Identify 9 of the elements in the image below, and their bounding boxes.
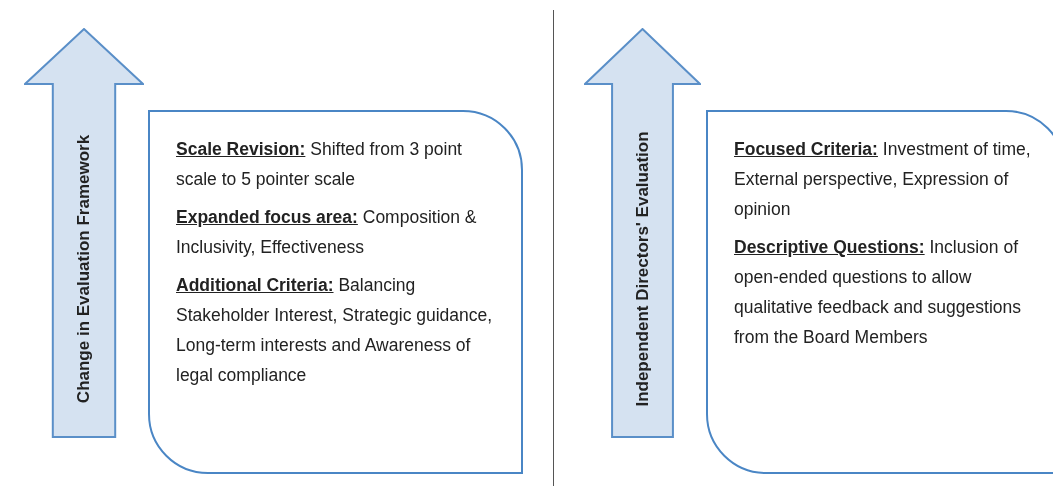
text-card <box>148 110 523 474</box>
criteria-text: Focused Criteria: Investment of time, External perspective, Expression of opinion <box>734 138 1032 221</box>
criteria-text: Additional Criteria: Balancing Stakeholder Interest, Strategic guidance, Long-term interests and Awareness of legal compliance <box>176 274 494 387</box>
criteria-text: Descriptive Questions: Inclusion of open-ended questions to allow qualitative feedback and suggestions from the Board Members <box>734 236 1022 349</box>
criteria-text: Scale Revision: Shifted from 3 point scale to 5 pointer scale <box>176 138 463 191</box>
criteria-text: Expanded focus area: Composition & Inclusivity, Effectiveness <box>176 206 478 259</box>
arrow-label: Change in Evaluation Framework <box>74 134 95 404</box>
text-card <box>706 110 1053 474</box>
arrow-label: Independent Directors' Evaluation <box>632 131 653 407</box>
